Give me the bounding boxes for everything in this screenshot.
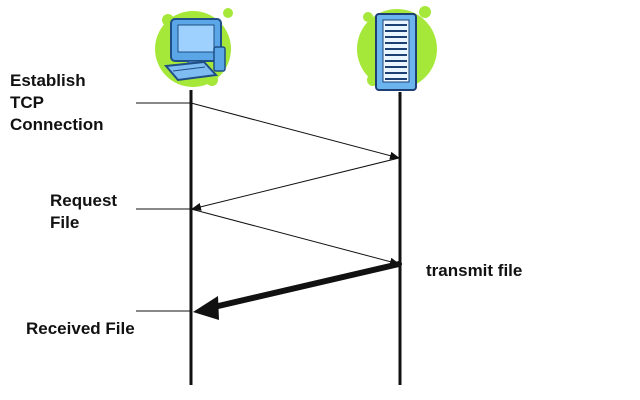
tcp-ack-arrow	[191, 157, 400, 211]
request-file-arrow	[190, 208, 400, 266]
received-file-label: Received File	[26, 319, 135, 338]
desktop-computer-icon	[155, 8, 233, 87]
transmit-file-arrow-head	[193, 296, 219, 320]
establish-tcp-connection-label: Establish TCP Connection	[10, 71, 104, 134]
server-tower-icon	[357, 6, 437, 91]
request-file-label: Request File	[50, 191, 118, 232]
tcp-setup-arrow	[190, 102, 400, 160]
transmit-file-arrow-shaft	[211, 261, 402, 310]
transmit-file-label: transmit file	[426, 261, 523, 280]
